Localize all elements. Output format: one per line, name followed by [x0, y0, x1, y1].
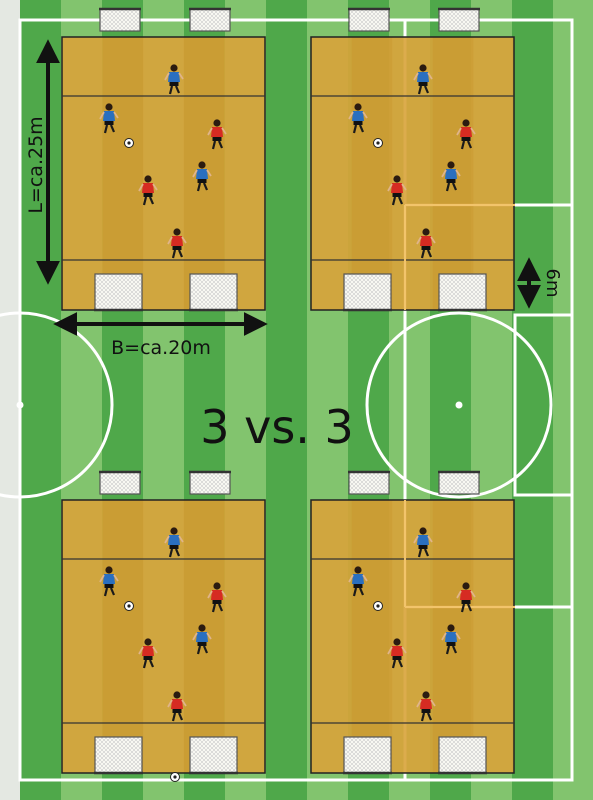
goal-icon: [438, 274, 487, 310]
length-label: L=ca.25m: [25, 116, 47, 213]
small-pitch: [311, 500, 514, 773]
small-pitch: [62, 37, 265, 310]
small-pitch: [62, 500, 265, 773]
goal-icon: [189, 9, 231, 31]
goal-icon: [189, 274, 238, 310]
goal-icon: [348, 472, 390, 494]
diagram-title: 3 vs. 3: [200, 400, 354, 454]
goal-icon: [189, 737, 238, 773]
ball-icon: [374, 602, 383, 611]
goal-icon: [343, 737, 392, 773]
ball-icon: [125, 139, 134, 148]
width-label: B=ca.20m: [111, 337, 211, 359]
goal-icon: [94, 737, 143, 773]
zone-label: 6m: [542, 269, 563, 298]
center-spot: [17, 402, 24, 409]
goal-icon: [343, 274, 392, 310]
ball-icon: [171, 773, 180, 782]
goal-icon: [99, 9, 141, 31]
goal-icon: [438, 9, 480, 31]
goal-icon: [189, 472, 231, 494]
goal-icon: [99, 472, 141, 494]
ball-icon: [125, 602, 134, 611]
goal-icon: [438, 472, 480, 494]
goal-icon: [348, 9, 390, 31]
ball-icon: [374, 139, 383, 148]
small-pitch: [311, 37, 514, 310]
penalty-spot: [456, 402, 463, 409]
goal-icon: [94, 274, 143, 310]
goal-icon: [438, 737, 487, 773]
